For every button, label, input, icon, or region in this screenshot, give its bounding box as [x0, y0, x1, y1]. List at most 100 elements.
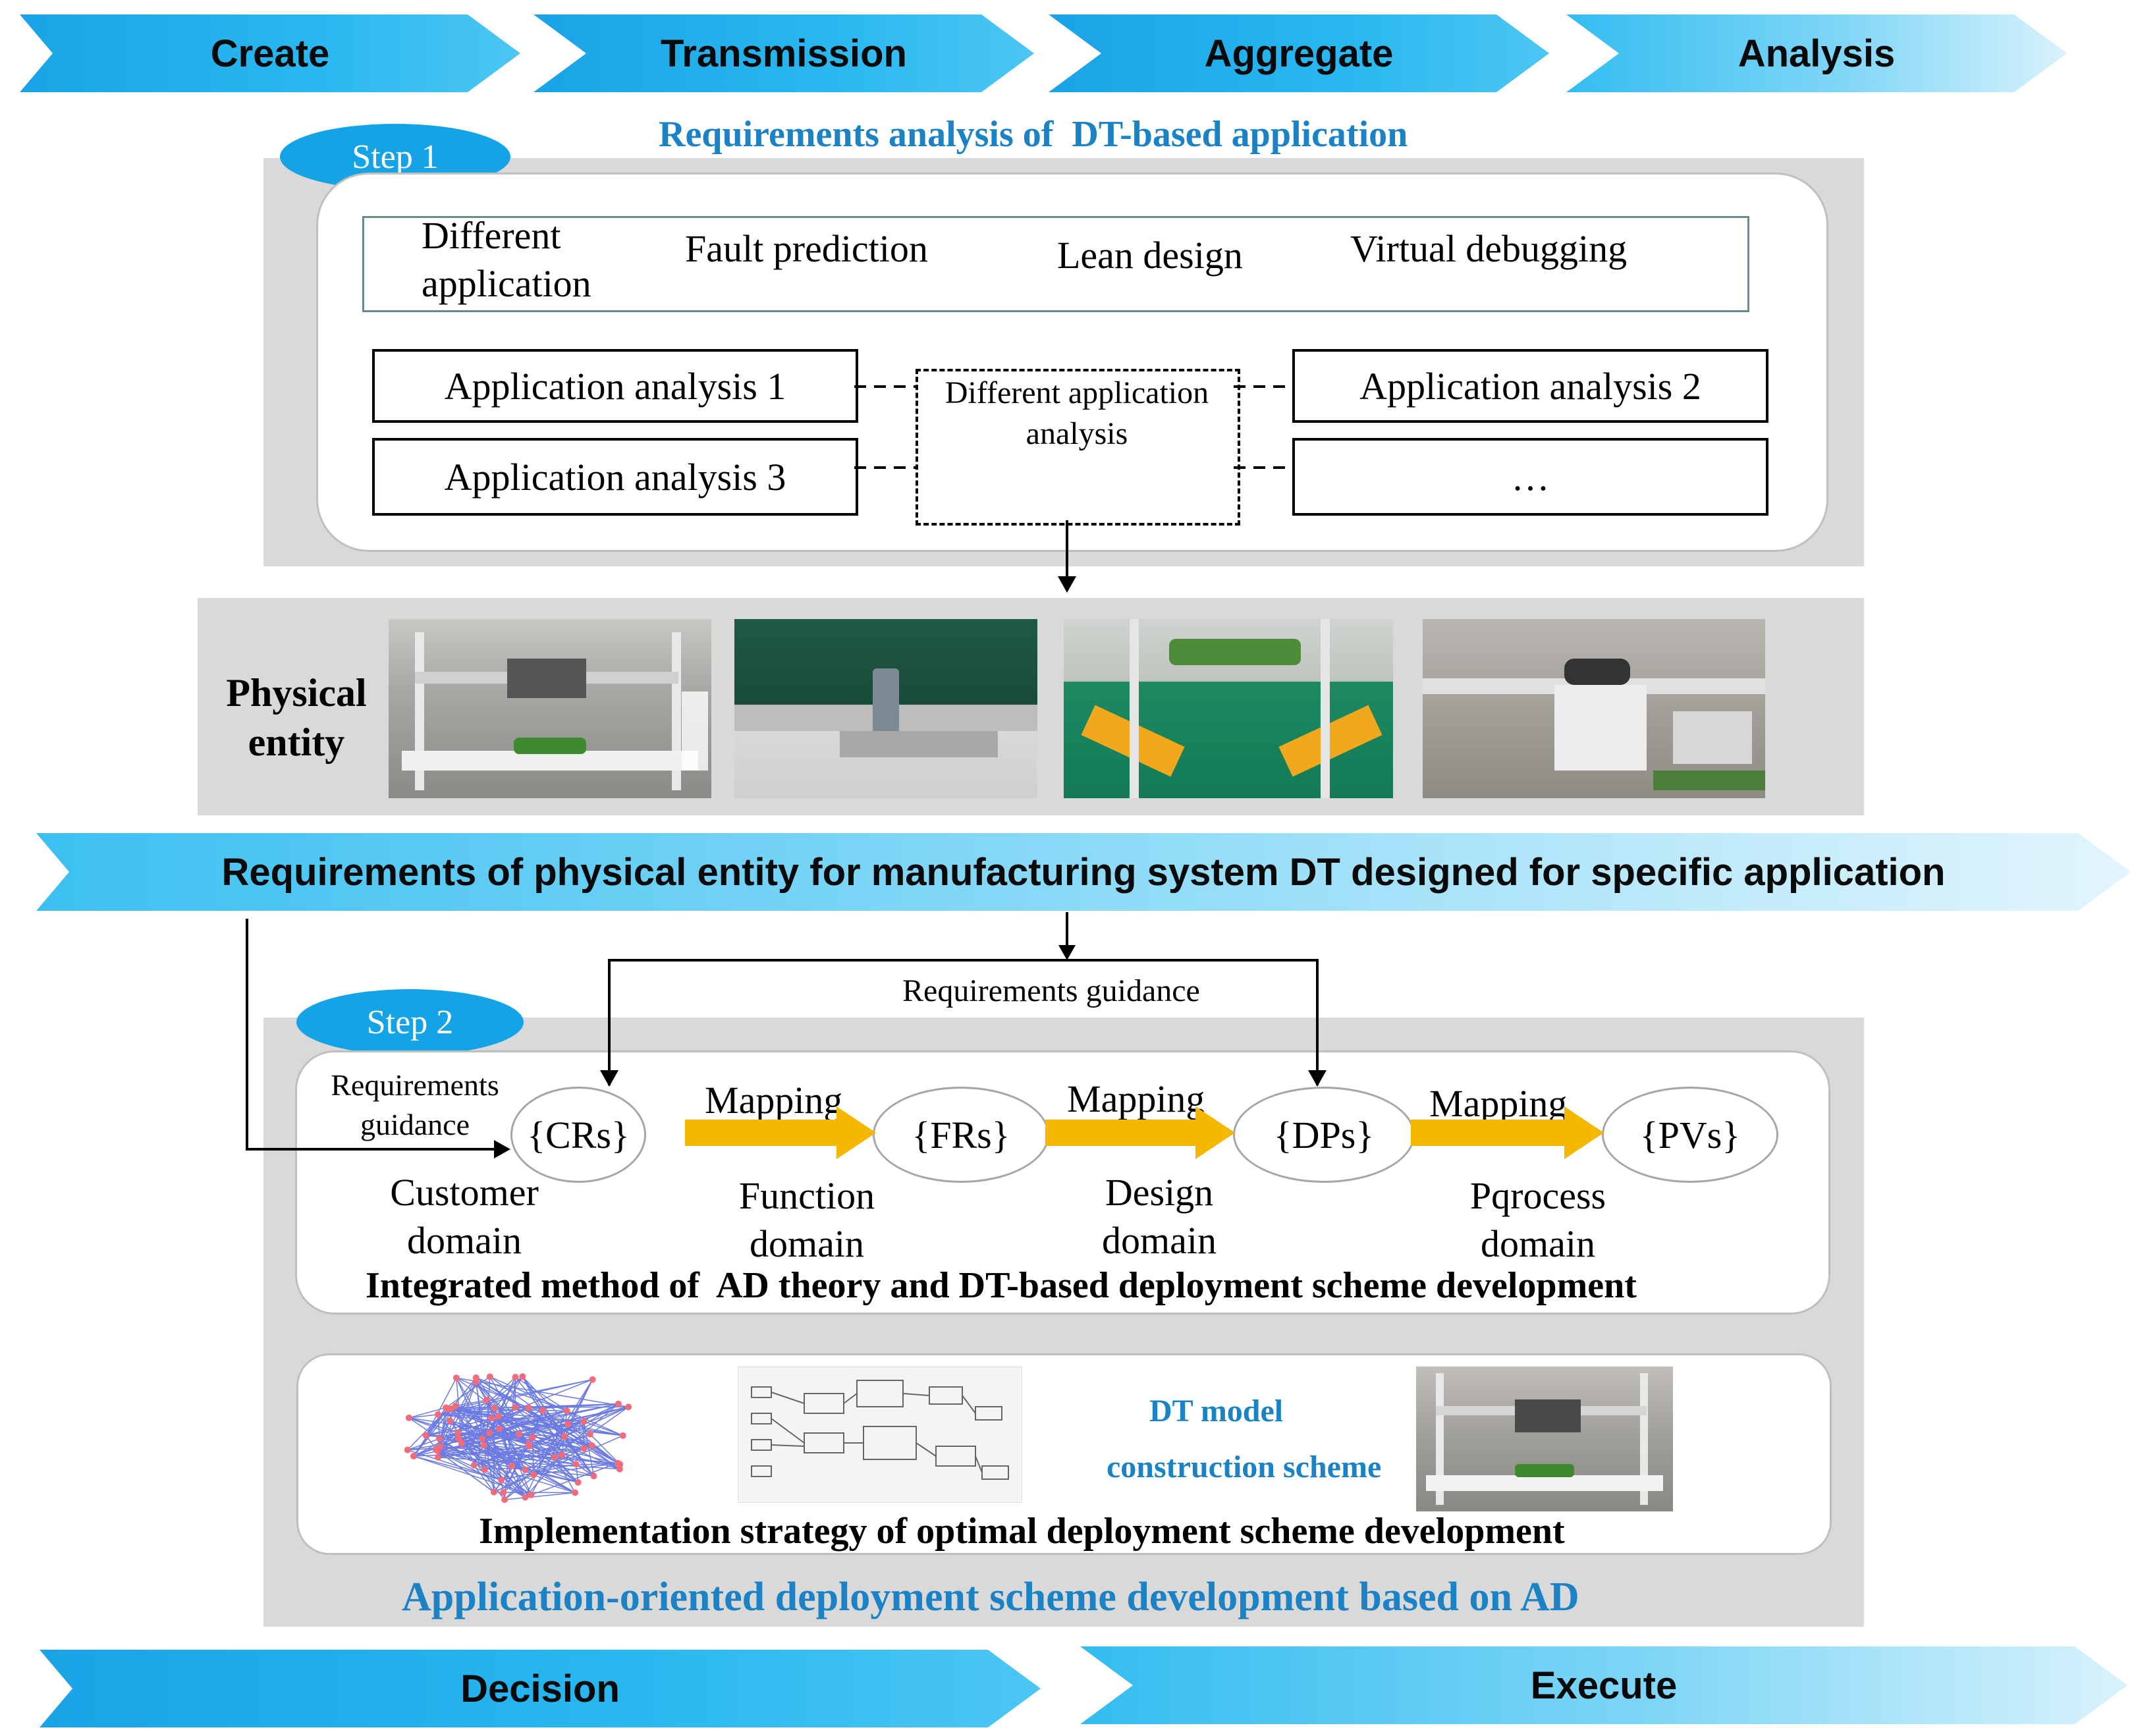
step1-title: Requirements analysis of DT-based applic… [659, 114, 1408, 155]
app-virtual-debugging: Virtual debugging [1350, 227, 1628, 270]
network-node [501, 1496, 508, 1504]
network-node [529, 1434, 536, 1441]
step2-section-title: Application-oriented deployment scheme d… [402, 1575, 1579, 1619]
network-node [572, 1461, 580, 1468]
requirements-banner-label: Requirements of physical entity for manu… [221, 850, 1946, 894]
stage-decision-label: Decision [460, 1667, 620, 1710]
function-domain-label: Function domain [738, 1174, 875, 1265]
network-node [588, 1442, 595, 1449]
stage-create-label: Create [210, 32, 330, 75]
photo-dt-machine [1416, 1367, 1673, 1511]
network-node [472, 1374, 479, 1382]
network-edge [413, 1377, 477, 1457]
network-node [495, 1425, 503, 1432]
network-edge [425, 1417, 492, 1436]
application-analysis-3: Application analysis 3 [372, 438, 858, 516]
network-edge [408, 1417, 526, 1498]
network-node [522, 1466, 529, 1473]
network-edge [445, 1407, 623, 1436]
network-edge [408, 1414, 439, 1419]
network-node [447, 1417, 454, 1424]
network-node [512, 1373, 519, 1380]
network-node [442, 1404, 449, 1411]
photo-nozzle-head [1423, 619, 1765, 798]
step1-connectors [854, 385, 1292, 593]
network-edge [518, 1433, 564, 1438]
network-node [574, 1478, 582, 1486]
network-edge [489, 1376, 620, 1470]
construction-scheme-label: construction scheme [1107, 1450, 1382, 1484]
node-crs: {CRs} [510, 1087, 646, 1183]
network-edge [483, 1445, 594, 1477]
application-row [362, 216, 1749, 312]
application-analysis-more: … [1292, 438, 1768, 516]
network-node [519, 1373, 526, 1380]
network-edge [476, 1377, 620, 1465]
requirements-guidance-left: Requirements guidance [331, 1068, 499, 1141]
network-edge [458, 1436, 533, 1440]
network-edge [413, 1455, 502, 1480]
network-node [586, 1430, 593, 1438]
network-edge [484, 1462, 618, 1470]
stage-analysis-label: Analysis [1738, 32, 1896, 75]
network-edge [481, 1418, 493, 1439]
network-edge [531, 1462, 618, 1496]
design-domain-label: Design domain [1102, 1171, 1217, 1262]
node-frs: {FRs} [873, 1087, 1049, 1183]
stage-aggregate: Aggregate [1049, 14, 1549, 92]
stage-create: Create [20, 14, 520, 92]
network-node [522, 1494, 529, 1501]
network-node [437, 1443, 444, 1450]
stage-analysis: Analysis [1566, 14, 2067, 92]
network-edge [474, 1465, 495, 1493]
network-node [525, 1404, 532, 1411]
network-edge [456, 1377, 502, 1480]
dt-model-label: DT model [1149, 1394, 1284, 1428]
network-edge [489, 1432, 620, 1470]
network-node [625, 1403, 632, 1411]
network-node [491, 1405, 498, 1412]
network-node [561, 1433, 568, 1440]
network-node [616, 1461, 624, 1468]
stage-decision: Decision [40, 1650, 1041, 1727]
different-application-analysis-label: Different application analysis [945, 375, 1209, 452]
app-fault-prediction: Fault prediction [685, 227, 928, 270]
network-node [589, 1376, 596, 1383]
network-node [422, 1432, 429, 1439]
node-pvs: {PVs} [1602, 1087, 1778, 1183]
stage-execute-label: Execute [1530, 1664, 1678, 1707]
network-edge [542, 1409, 620, 1465]
network-edge [408, 1417, 458, 1434]
network-edge [407, 1449, 502, 1480]
network-node [616, 1465, 623, 1473]
application-analysis-2: Application analysis 2 [1292, 349, 1768, 423]
mapping-label-1: Mapping [705, 1079, 843, 1122]
stage-aggregate-label: Aggregate [1204, 32, 1394, 75]
network-edge [489, 1376, 523, 1434]
network-node [410, 1453, 417, 1460]
network-edge [515, 1376, 584, 1422]
network-node [452, 1374, 460, 1382]
network-edge [489, 1432, 584, 1450]
network-node [498, 1477, 505, 1484]
process-domain-label: Pqrocess domain [1469, 1174, 1606, 1265]
implementation-strategy-title: Implementation strategy of optimal deplo… [479, 1511, 1565, 1552]
network-node [528, 1491, 535, 1498]
network-edge [456, 1377, 529, 1409]
network-node [563, 1407, 570, 1415]
network-node [580, 1418, 588, 1425]
network-node [508, 1462, 516, 1469]
node-dps: {DPs} [1233, 1087, 1415, 1183]
application-analysis-1: Application analysis 1 [372, 349, 858, 423]
network-edge [493, 1435, 623, 1493]
mapping-label-3: Mapping [1429, 1082, 1568, 1125]
stage-transmission-label: Transmission [661, 32, 907, 75]
different-application-label: Different application [422, 214, 591, 305]
network-node [539, 1407, 547, 1414]
network-edge [455, 1405, 578, 1483]
network-node [564, 1421, 572, 1428]
stage-execute: Execute [1080, 1646, 2127, 1724]
photo-conveyor [1064, 619, 1393, 798]
network-edge [458, 1438, 526, 1498]
network-node [486, 1373, 493, 1380]
